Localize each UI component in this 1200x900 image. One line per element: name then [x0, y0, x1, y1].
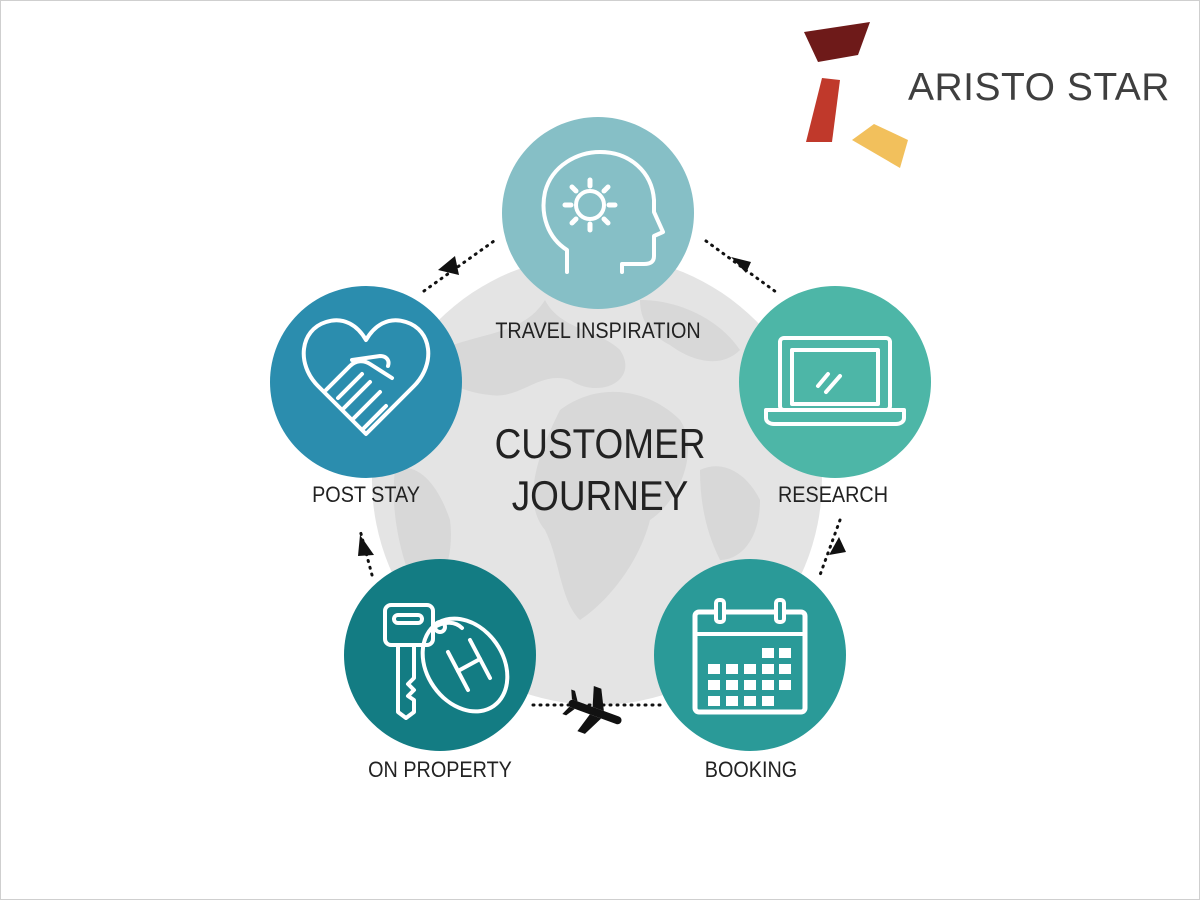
- step-label-booking: BOOKING: [704, 757, 798, 782]
- connector-poststay-inspiration: [422, 239, 496, 293]
- connector-research-booking: [818, 518, 842, 577]
- arrowhead-icon: [438, 256, 459, 275]
- head-gear-icon: [541, 150, 665, 274]
- arrowhead-icon: [731, 257, 751, 273]
- step-label-travel-inspiration: TRAVEL INSPIRATION: [495, 318, 701, 343]
- step-circle-post-stay[interactable]: [270, 286, 462, 478]
- step-circle-travel-inspiration[interactable]: [502, 117, 694, 309]
- laptop-icon: [764, 336, 906, 426]
- hotel-key-icon: [383, 603, 510, 720]
- step-label-on-property: ON PROPERTY: [368, 757, 512, 782]
- step-circle-booking[interactable]: [654, 559, 846, 751]
- step-circle-on-property[interactable]: [344, 559, 536, 751]
- diagram-title: CUSTOMER JOURNEY: [495, 418, 706, 522]
- airplane-icon: [562, 686, 622, 734]
- step-label-research: RESEARCH: [777, 482, 889, 507]
- brand-name: ARISTO STAR: [908, 66, 1170, 109]
- diagram-title-line1: CUSTOMER: [494, 420, 706, 467]
- arrowhead-icon: [829, 537, 846, 555]
- arrowhead-icon: [358, 535, 374, 556]
- step-label-post-stay: POST STAY: [312, 482, 420, 507]
- calendar-icon: [692, 598, 808, 715]
- handshake-heart-icon: [301, 318, 431, 436]
- aristo-star-logo: [804, 22, 908, 168]
- diagram-title-line2: JOURNEY: [511, 472, 689, 519]
